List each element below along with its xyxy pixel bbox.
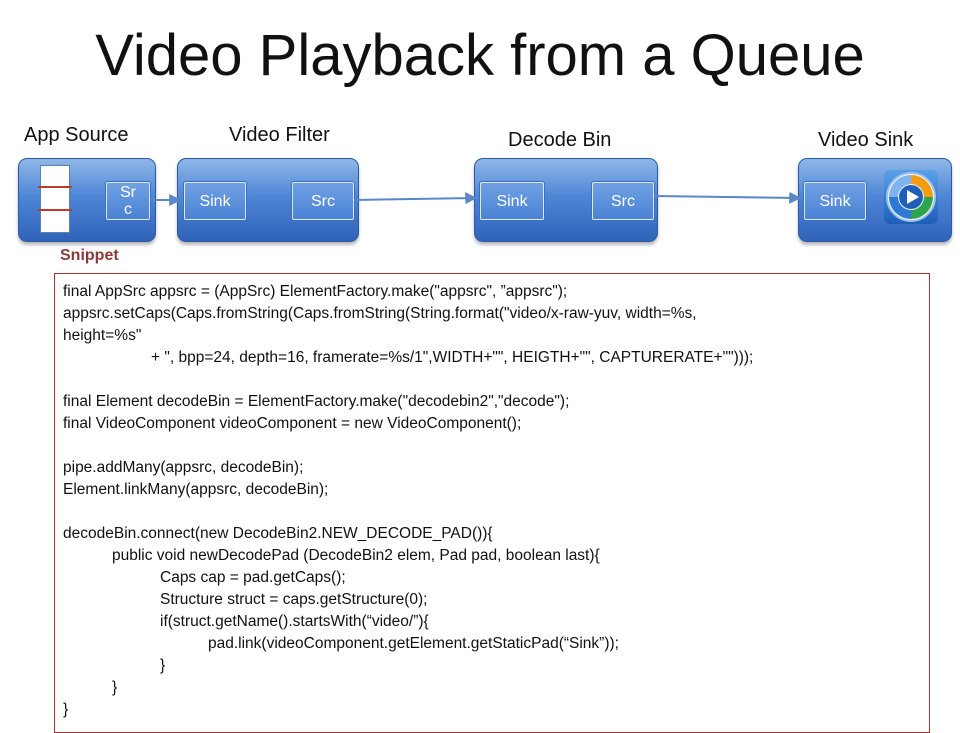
snippet-label: Snippet <box>60 247 119 264</box>
app-source-src-pad: Src <box>106 182 150 220</box>
video-filter-src-pad: Src <box>292 182 354 220</box>
code-line: pipe.addMany(appsrc, decodeBin); <box>63 459 304 476</box>
app-source-src-pad-label: Src <box>120 184 136 218</box>
code-snippet-box: final AppSrc appsrc = (AppSrc) ElementFa… <box>54 273 930 733</box>
code-line: height=%s" <box>63 327 142 344</box>
code-line: Structure struct = caps.getStructure(0); <box>160 591 428 608</box>
code-line: public void newDecodePad (DecodeBin2 ele… <box>112 547 600 564</box>
code-line: if(struct.getName().startsWith(“video/”)… <box>160 613 429 630</box>
video-sink-sink-pad: Sink <box>804 182 866 220</box>
code-line: } <box>63 701 69 718</box>
decode-bin-src-pad: Src <box>592 182 654 220</box>
media-player-icon <box>884 170 938 224</box>
code-line: final Element decodeBin = ElementFactory… <box>63 393 570 410</box>
decode-bin-sink-pad: Sink <box>480 182 544 220</box>
code-line: final AppSrc appsrc = (AppSrc) ElementFa… <box>63 283 568 300</box>
code-line: + ", bpp=24, depth=16, framerate=%s/1",W… <box>151 349 754 366</box>
slide-title: Video Playback from a Queue <box>95 23 865 88</box>
code-line: final VideoComponent videoComponent = ne… <box>63 415 522 432</box>
decode-bin-label: Decode Bin <box>508 129 612 151</box>
video-sink-label: Video Sink <box>818 129 914 151</box>
code-line: decodeBin.connect(new DecodeBin2.NEW_DEC… <box>63 525 493 542</box>
video-filter-sink-pad: Sink <box>184 182 246 220</box>
video-filter-label: Video Filter <box>229 124 330 146</box>
arrow-filter-to-decode <box>353 192 478 205</box>
arrow-decode-to-sink <box>653 191 802 204</box>
code-line: } <box>112 679 118 696</box>
code-line: pad.link(videoComponent.getElement.getSt… <box>208 635 619 652</box>
code-line: Caps cap = pad.getCaps(); <box>160 569 346 586</box>
code-line: Element.linkMany(appsrc, decodeBin); <box>63 481 329 498</box>
queue-icon <box>38 165 72 233</box>
code-line: appsrc.setCaps(Caps.fromString(Caps.from… <box>63 305 697 322</box>
app-source-label: App Source <box>24 124 129 146</box>
code-line: } <box>160 657 166 674</box>
